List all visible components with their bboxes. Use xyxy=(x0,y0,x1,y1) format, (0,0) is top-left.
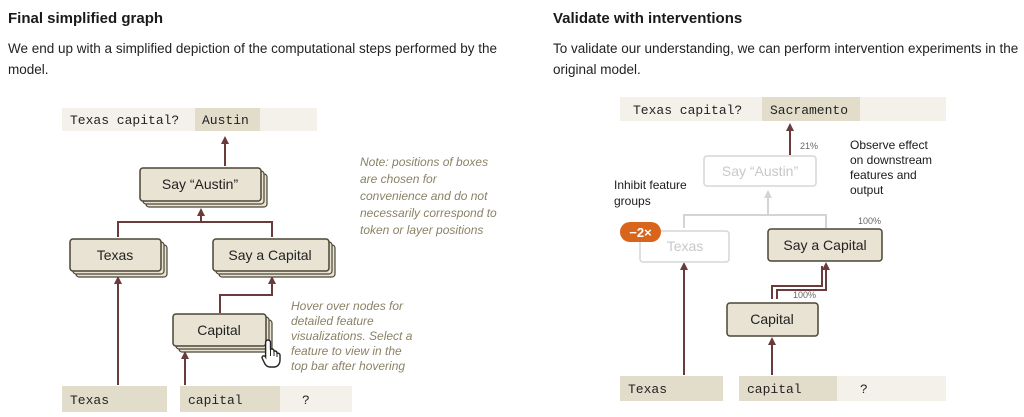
left-output-token: Austin xyxy=(202,113,249,128)
percent-21-label: 21% xyxy=(800,141,818,151)
left-node-texas[interactable]: Texas xyxy=(69,238,168,278)
left-output-bar: Texas capital? Austin xyxy=(62,108,317,131)
percent-100-bottom-label: 100% xyxy=(793,290,816,300)
right-panel-title: Validate with interventions xyxy=(553,10,743,27)
left-node-say-austin-label: Say “Austin” xyxy=(162,176,239,192)
right-diagram: Texas capital? Sacramento Say “Austin” T… xyxy=(614,97,946,401)
left-hover-line-2: detailed feature xyxy=(291,314,374,328)
left-note-line-2: are chosen for xyxy=(360,172,438,186)
right-input-bar: Texas capital ? xyxy=(620,376,946,401)
right-node-say-austin-label: Say “Austin” xyxy=(722,163,799,179)
observe-annotation: Observe effect on downstream features an… xyxy=(850,138,932,197)
right-input-token-question: ? xyxy=(860,382,868,397)
left-note-line-3: convenience and do not xyxy=(360,189,488,203)
right-edges xyxy=(680,123,830,375)
left-node-say-capital-label: Say a Capital xyxy=(228,247,311,263)
left-input-token-capital: capital xyxy=(188,393,243,408)
observe-line-1: Observe effect xyxy=(850,138,928,152)
right-input-token-texas: Texas xyxy=(628,382,667,397)
left-node-capital-label: Capital xyxy=(197,322,241,338)
left-diagram: Texas capital? Austin Say “Austin” Texas xyxy=(62,108,497,412)
left-edges xyxy=(114,136,276,385)
left-panel-title: Final simplified graph xyxy=(8,10,164,27)
left-note: Note: positions of boxes are chosen for … xyxy=(360,155,497,237)
inhibit-badge: −2× xyxy=(620,222,661,242)
left-node-capital[interactable]: Capital xyxy=(172,313,273,353)
observe-line-2: on downstream xyxy=(850,153,932,167)
right-output-prompt: Texas capital? xyxy=(633,103,742,118)
left-node-say-capital[interactable]: Say a Capital xyxy=(212,238,336,278)
left-hover-line-1: Hover over nodes for xyxy=(291,299,404,313)
left-hover-line-4: feature to view in the xyxy=(291,344,402,358)
right-panel-description: To validate our understanding, we can pe… xyxy=(553,41,1019,77)
right-node-capital[interactable]: Capital xyxy=(726,302,819,337)
right-input-token-capital: capital xyxy=(747,382,802,397)
inhibit-annotation: Inhibit feature groups xyxy=(614,178,687,208)
left-hover-line-3: visualizations. Select a xyxy=(291,329,413,343)
hand-pointer-icon xyxy=(261,339,281,368)
right-node-texas-label: Texas xyxy=(667,238,704,254)
left-hover-line-5: top bar after hovering xyxy=(291,359,405,373)
percent-100-top-label: 100% xyxy=(858,216,881,226)
left-note-line-4: necessarily correspond to xyxy=(360,206,497,220)
inhibit-line-2: groups xyxy=(614,194,651,208)
right-node-say-austin-faded[interactable]: Say “Austin” xyxy=(703,155,817,187)
left-node-texas-label: Texas xyxy=(97,247,134,263)
inhibit-badge-label: −2× xyxy=(629,225,652,240)
left-note-line-1: Note: positions of boxes xyxy=(360,155,488,169)
observe-line-3: features and xyxy=(850,168,917,182)
left-hover-hint: Hover over nodes for detailed feature vi… xyxy=(291,299,413,373)
left-input-token-texas: Texas xyxy=(70,393,109,408)
left-input-token-question: ? xyxy=(302,393,310,408)
left-node-say-austin[interactable]: Say “Austin” xyxy=(139,167,268,208)
right-node-say-capital-label: Say a Capital xyxy=(783,237,866,253)
right-output-bar: Texas capital? Sacramento xyxy=(620,97,946,121)
right-node-texas-faded[interactable]: Texas xyxy=(639,230,730,263)
right-output-token: Sacramento xyxy=(770,103,848,118)
left-output-prompt: Texas capital? xyxy=(70,113,179,128)
right-node-say-capital[interactable]: Say a Capital xyxy=(767,228,883,262)
left-input-bar: Texas capital ? xyxy=(62,386,352,412)
right-faded-edges xyxy=(683,190,827,228)
right-node-capital-label: Capital xyxy=(750,311,794,327)
left-panel-description: We end up with a simplified depiction of… xyxy=(8,41,498,77)
left-note-line-5: token or layer positions xyxy=(360,223,483,237)
observe-line-4: output xyxy=(850,183,884,197)
inhibit-line-1: Inhibit feature xyxy=(614,178,687,192)
